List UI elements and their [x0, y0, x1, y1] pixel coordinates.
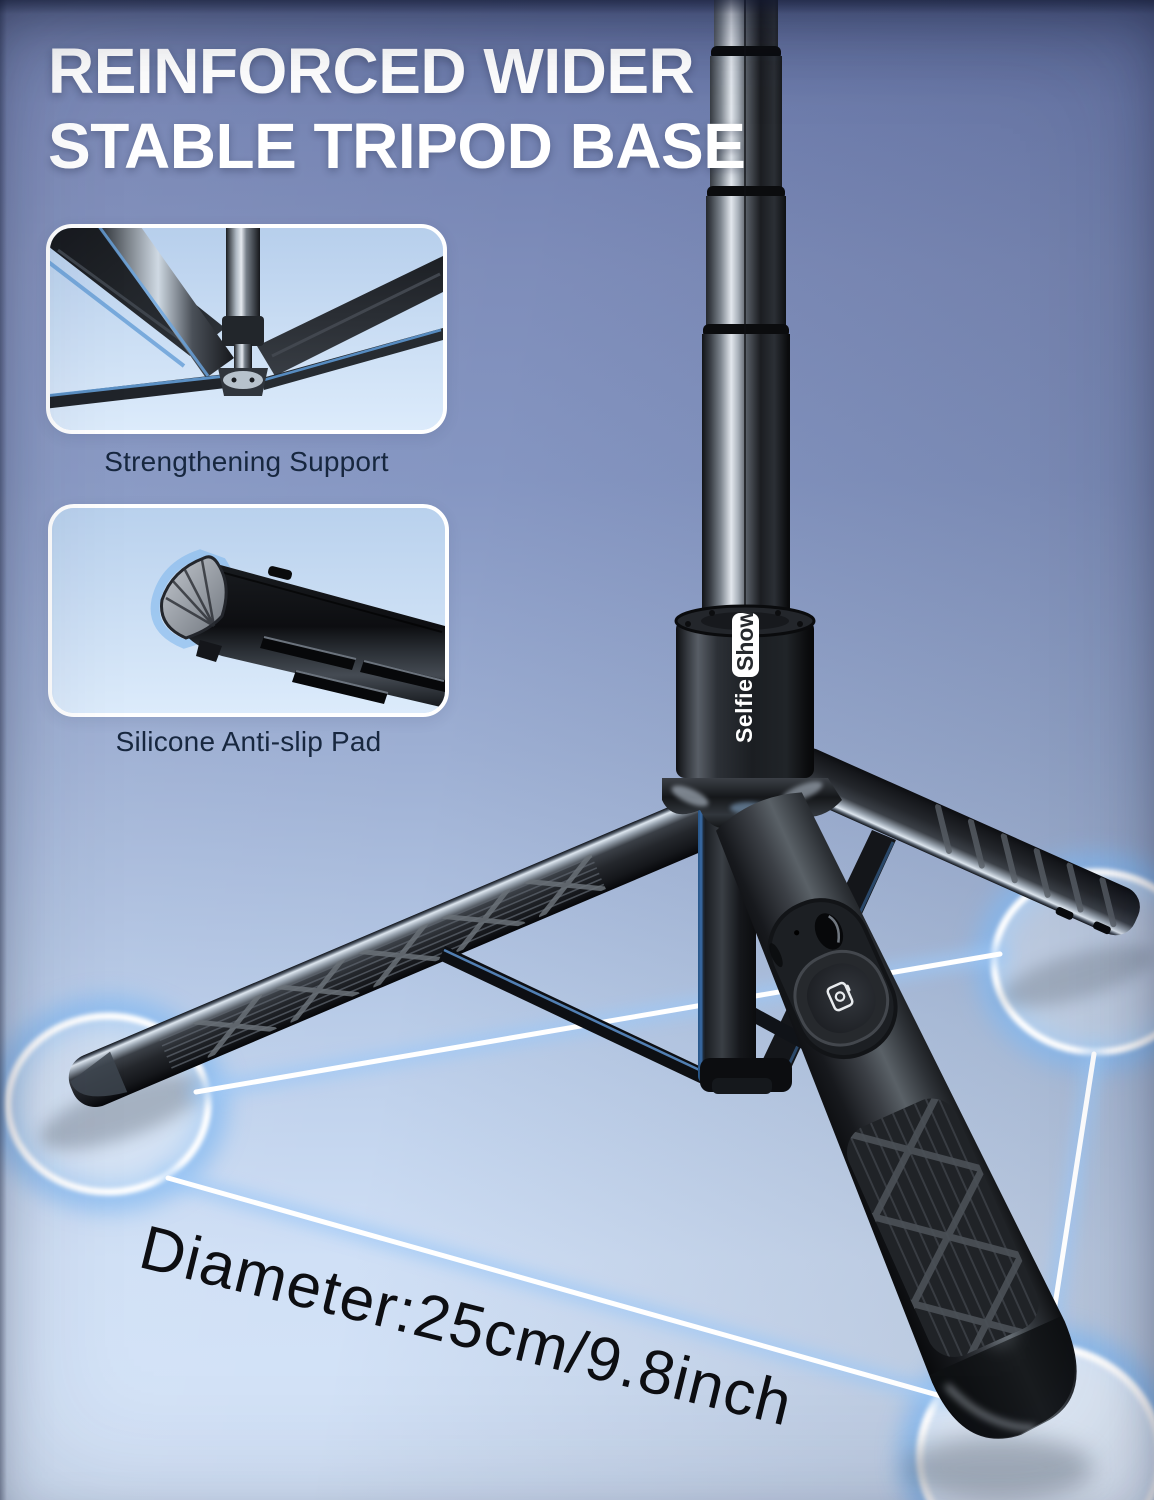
remote-control [767, 898, 898, 1060]
triangle-line-left-bottom [160, 1170, 956, 1406]
top-edge-shade [0, 0, 1154, 14]
brand-part1: Selfie [731, 679, 757, 743]
hub-screws [685, 610, 803, 627]
left-leg-grip-texture [159, 854, 606, 1069]
handle-foot-cap [929, 1316, 1075, 1438]
tripod-handle-leg [716, 792, 1077, 1439]
callout-caption-support: Strengthening Support [104, 446, 389, 477]
left-foot-tip [70, 1051, 128, 1097]
headline: REINFORCED WIDER STABLE TRIPOD BASE [48, 34, 746, 184]
shutter-button [806, 963, 876, 1034]
telescopic-pole [702, 0, 790, 626]
inset2-grooves [260, 636, 445, 704]
anti-slip-pad-illustration [52, 508, 445, 713]
callout-caption-pad: Silicone Anti-slip Pad [115, 726, 382, 757]
headline-line1: REINFORCED WIDER [48, 35, 695, 107]
indicator-pinhole [794, 930, 800, 936]
right-leg-ridges [935, 803, 1117, 928]
callout-card-support [46, 224, 447, 434]
inset2-pad-lines [165, 559, 216, 628]
headline-line2: STABLE TRIPOD BASE [48, 109, 746, 182]
left-edge-shade [0, 0, 7, 1500]
inset1-strut-tube [99, 228, 234, 378]
brand-part2: Show [732, 610, 758, 671]
inset2-tab [196, 640, 222, 662]
center-hub: Selfie Show [662, 604, 842, 829]
triangle-line-right-bottom [1040, 1046, 1102, 1358]
tripod-right-leg [784, 747, 1140, 936]
camera-icon [826, 981, 854, 1012]
brand-badge: Selfie Show [731, 610, 759, 743]
support-struts-illustration [50, 228, 443, 430]
inset1-right-leg [257, 256, 443, 376]
callout-card-pad [48, 504, 449, 717]
